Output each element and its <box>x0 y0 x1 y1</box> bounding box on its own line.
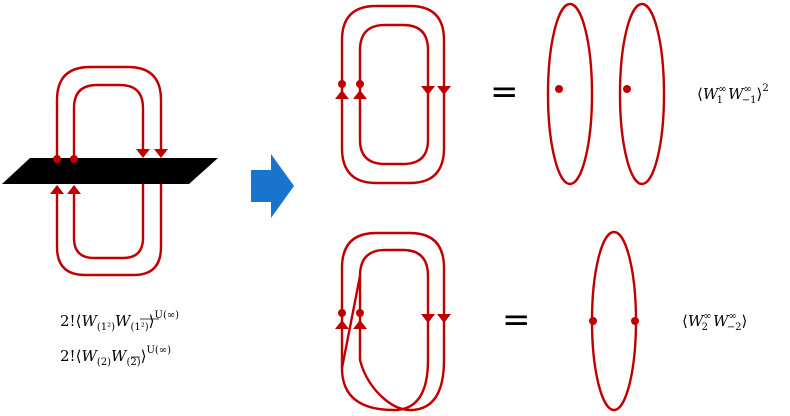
top-outer-loop <box>340 4 446 185</box>
left-lower-inner-loop <box>72 184 145 260</box>
left-dot-2 <box>70 155 78 163</box>
left-upper-inner-loop <box>72 83 145 158</box>
left-diagram <box>2 65 218 277</box>
bottom-down-arrow-2 <box>437 314 451 323</box>
left-up-arrow-2 <box>67 185 81 194</box>
ellipse-2-dot <box>623 85 631 93</box>
top-down-arrow-1 <box>421 86 435 95</box>
bottom-loop-diagram <box>335 231 451 412</box>
bottom-ellipse-dot-2 <box>631 317 639 325</box>
top-inner-loop <box>358 23 430 166</box>
svg-text:⟨W∞2W∞−2⟩: ⟨W∞2W∞−2⟩ <box>682 311 747 333</box>
left-top-label: 2!⟨W(1²)W(1²)⟩U(∞) <box>60 310 179 333</box>
equals-top: = <box>490 72 519 112</box>
top-down-arrow-2 <box>437 86 451 95</box>
top-loop-diagram <box>335 4 451 185</box>
top-up-arrow-2 <box>353 90 367 99</box>
bottom-right-ellipse <box>590 230 638 412</box>
left-up-arrow-1 <box>50 185 64 194</box>
top-right-ellipse-2 <box>618 2 666 186</box>
black-plane <box>2 158 218 184</box>
svg-text:⟨W∞1W∞−1⟩2: ⟨W∞1W∞−1⟩2 <box>697 83 769 106</box>
top-dot-1 <box>338 80 346 88</box>
left-dot-1 <box>53 155 61 163</box>
equals-bottom: = <box>502 300 531 340</box>
bottom-ellipse-dot-1 <box>589 317 597 325</box>
bottom-up-arrow-2 <box>353 320 367 329</box>
bottom-dot-1 <box>338 309 346 317</box>
bottom-dot-2 <box>356 309 364 317</box>
top-dot-2 <box>356 80 364 88</box>
left-bottom-label: 2!⟨W(2)W(2)⟩U(∞) <box>60 345 171 368</box>
left-down-arrow-1 <box>136 149 150 158</box>
right-block-arrow-icon <box>251 154 294 218</box>
svg-text:2!⟨W(2)W(2)⟩U(∞): 2!⟨W(2)W(2)⟩U(∞) <box>60 345 171 368</box>
left-lower-outer-loop <box>55 184 163 277</box>
top-up-arrow-1 <box>335 90 349 99</box>
bottom-outer-closure <box>358 276 381 396</box>
left-down-arrow-2 <box>154 149 168 158</box>
left-top-prefix: 2!⟨ <box>60 312 81 330</box>
bottom-down-arrow-1 <box>421 314 435 323</box>
left-bottom-prefix: 2!⟨ <box>60 347 81 365</box>
ellipse-1-dot <box>555 85 563 93</box>
svg-text:2!⟨W(1²)W(1²)⟩U(∞): 2!⟨W(1²)W(1²)⟩U(∞) <box>60 310 179 333</box>
left-upper-outer-loop <box>55 65 163 158</box>
bottom-inner-loop <box>340 248 430 412</box>
top-right-ellipse-1 <box>546 2 594 186</box>
bottom-up-arrow-1 <box>335 320 349 329</box>
